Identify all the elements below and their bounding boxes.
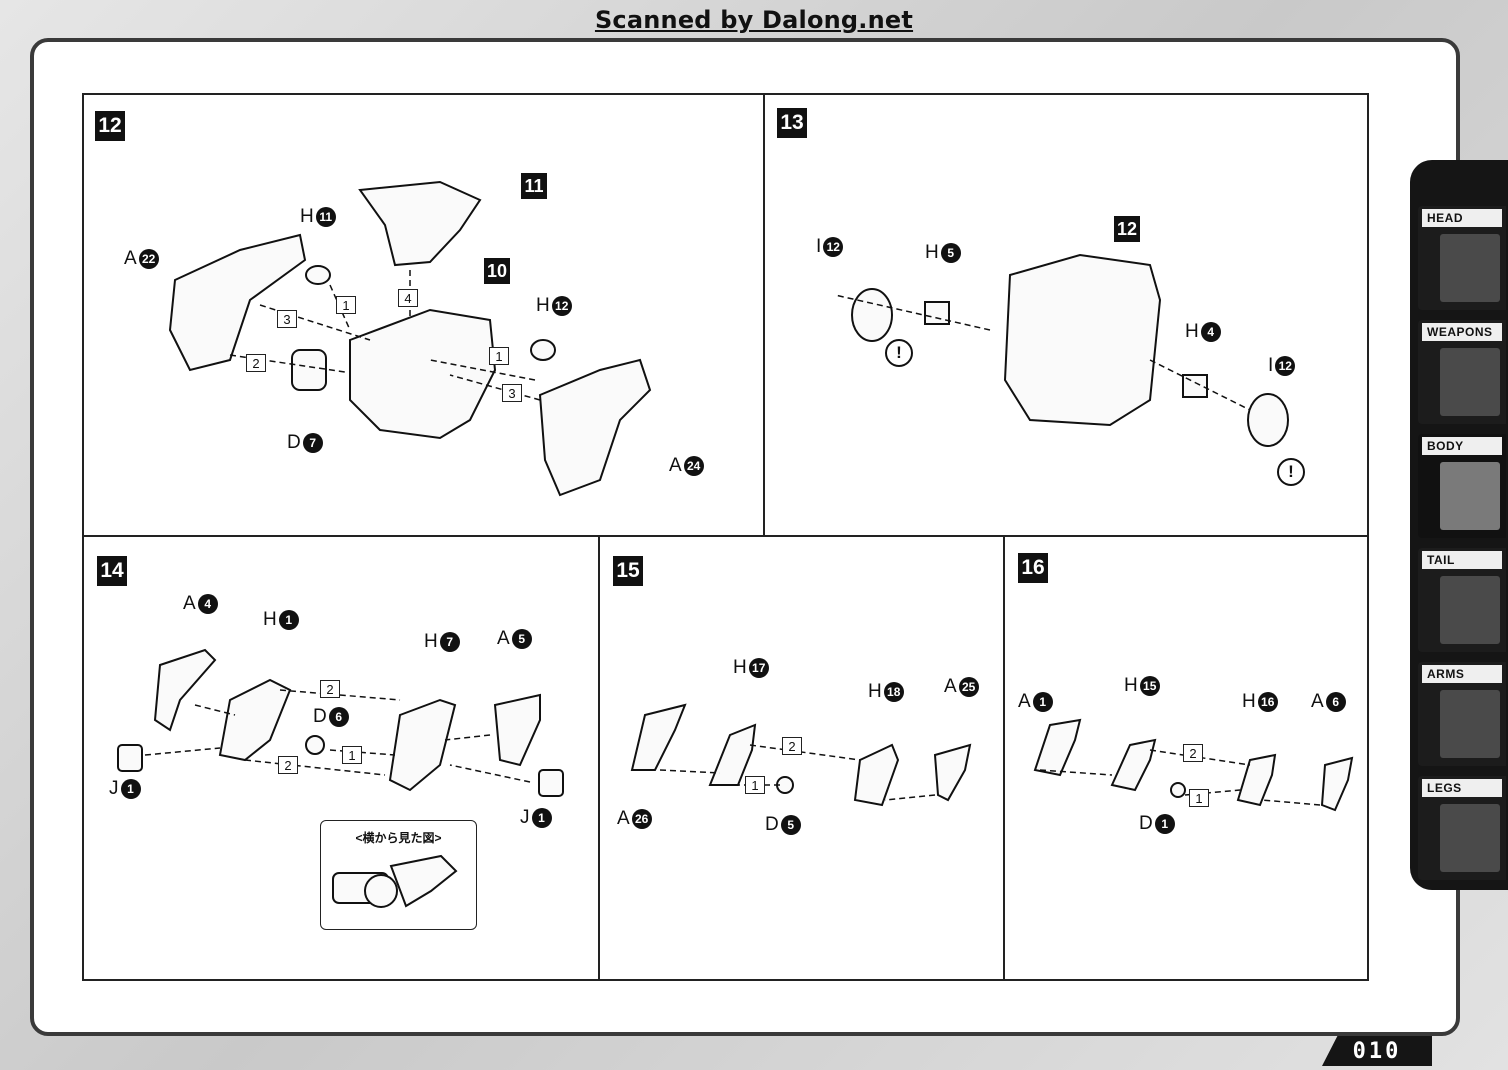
count-box: 1 xyxy=(336,296,356,314)
step-number-16: 16 xyxy=(1018,553,1048,583)
side-tab-weapons[interactable]: WEAPONS xyxy=(1418,320,1506,424)
side-tab-body[interactable]: BODY xyxy=(1418,434,1506,538)
side-tab-legs[interactable]: LEGS xyxy=(1418,776,1506,880)
count-box: 4 xyxy=(398,289,418,307)
grid-divider xyxy=(1003,535,1005,981)
side-tab-head[interactable]: HEAD xyxy=(1418,206,1506,310)
assembly-badge-12: 12 xyxy=(1114,216,1140,242)
step-number-15: 15 xyxy=(613,556,643,586)
count-box: 1 xyxy=(489,347,509,365)
scan-credit: Scanned by Dalong.net xyxy=(594,6,914,34)
side-tab-label: TAIL xyxy=(1422,551,1502,569)
count-box: 2 xyxy=(246,354,266,372)
head-thumbnail-icon xyxy=(1440,234,1500,302)
grid-divider xyxy=(82,535,1369,537)
count-box: 1 xyxy=(342,746,362,764)
weapons-thumbnail-icon xyxy=(1440,348,1500,416)
step-number-13: 13 xyxy=(777,108,807,138)
count-box: 3 xyxy=(502,384,522,402)
count-box: 2 xyxy=(1183,744,1203,762)
side-tab-arms[interactable]: ARMS xyxy=(1418,662,1506,766)
side-tab-label: BODY xyxy=(1422,437,1502,455)
side-tab-label: HEAD xyxy=(1422,209,1502,227)
side-tab-label: ARMS xyxy=(1422,665,1502,683)
count-box: 2 xyxy=(782,737,802,755)
count-box: 2 xyxy=(320,680,340,698)
step-number-14: 14 xyxy=(97,556,127,586)
side-tab-tail[interactable]: TAIL xyxy=(1418,548,1506,652)
count-box: 3 xyxy=(277,310,297,328)
assembly-badge-11: 11 xyxy=(521,173,547,199)
page-number: 010 xyxy=(1322,1036,1432,1066)
step-number-12: 12 xyxy=(95,111,125,141)
count-box: 2 xyxy=(278,756,298,774)
caution-icon: ! xyxy=(1277,458,1305,486)
caution-icon: ! xyxy=(885,339,913,367)
legs-thumbnail-icon xyxy=(1440,804,1500,872)
arms-thumbnail-icon xyxy=(1440,690,1500,758)
grid-divider xyxy=(598,535,600,981)
grid-divider xyxy=(763,93,765,536)
side-view-caption: <横から見た図> xyxy=(355,831,442,845)
tail-thumbnail-icon xyxy=(1440,576,1500,644)
body-thumbnail-icon xyxy=(1440,462,1500,530)
count-box: 1 xyxy=(745,776,765,794)
side-view-illustration xyxy=(332,854,458,908)
side-tab-label: LEGS xyxy=(1422,779,1502,797)
assembly-badge-10: 10 xyxy=(484,258,510,284)
count-box: 1 xyxy=(1189,789,1209,807)
side-tab-label: WEAPONS xyxy=(1422,323,1502,341)
side-view-inset: <横から見た図> xyxy=(320,820,477,930)
